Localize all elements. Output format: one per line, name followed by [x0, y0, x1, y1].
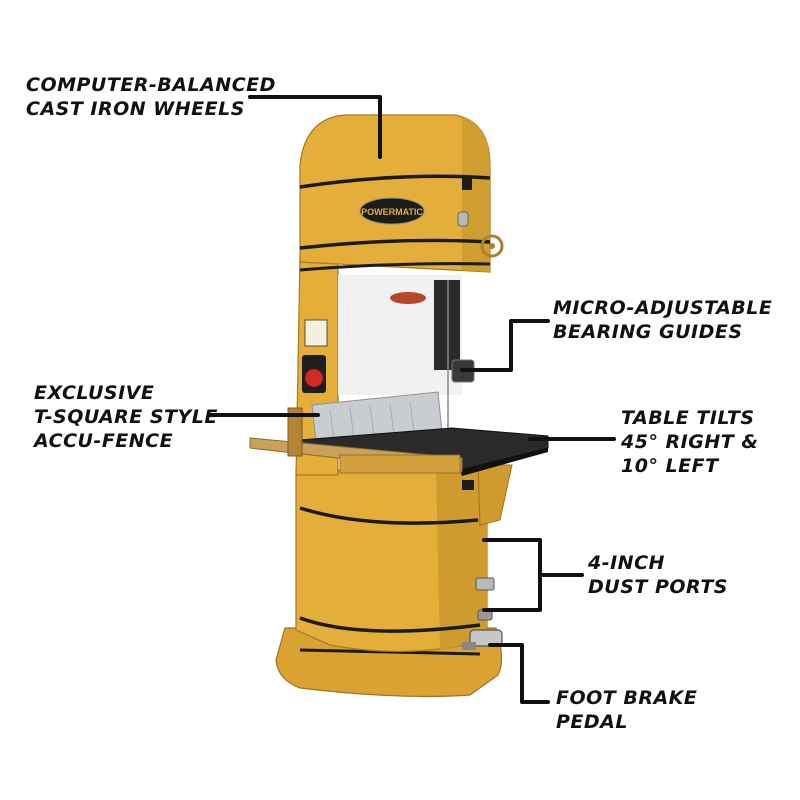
base-trim [299, 648, 481, 656]
guide-knob [390, 292, 426, 304]
stop-switch [304, 368, 324, 388]
leader-wheels [248, 95, 382, 159]
callout-dust-line-1: 4-INCH [588, 552, 665, 574]
housing-trim-1 [299, 174, 491, 189]
callout-wheels-line-2: CAST IRON WHEELS [26, 98, 245, 120]
trunnion-bracket [477, 464, 513, 526]
cabinet-trim-lower [299, 616, 481, 633]
rail-support [339, 454, 461, 474]
callout-table-line-3: 10° LEFT [621, 455, 719, 477]
callout-guides-line-2: BEARING GUIDES [553, 321, 743, 343]
callout-guides-line-1: MICRO-ADJUSTABLE [553, 297, 773, 319]
fence-ribs [329, 401, 415, 441]
leader-dust [482, 538, 584, 612]
callout-table-tilt: TABLE TILTS 45° RIGHT & 10° LEFT [621, 406, 758, 478]
callout-wheels-line-1: COMPUTER-BALANCED [26, 74, 276, 96]
leader-guides [460, 319, 550, 372]
upper-wheel-housing [299, 114, 491, 273]
foot-brake-pedal [469, 629, 503, 647]
leader-brake [488, 643, 550, 704]
pedal-stem [462, 642, 476, 650]
callout-dust-ports: 4-INCH DUST PORTS [588, 551, 728, 599]
guide-post [434, 280, 460, 370]
housing-trim-3 [299, 262, 491, 272]
table-edge [460, 448, 548, 476]
callout-table-line-1: TABLE TILTS [621, 407, 755, 429]
handwheel-hub [489, 243, 495, 249]
tension-handwheel [480, 234, 504, 258]
callout-table-line-2: 45° RIGHT & [621, 431, 759, 453]
callout-dust-line-2: DUST PORTS [588, 576, 728, 598]
brand-badge [359, 197, 425, 225]
callout-accu-fence: EXCLUSIVE T-SQUARE STYLE ACCU-FENCE [34, 381, 218, 453]
housing-knob [457, 211, 469, 227]
brand-logo-text: POWERMATIC [361, 207, 423, 217]
housing-window [462, 178, 472, 190]
dust-port-upper [475, 577, 495, 591]
cabinet-trim-upper [299, 506, 479, 525]
warning-label [304, 319, 328, 347]
housing-trim-2 [299, 238, 491, 250]
callout-fence-line-1: EXCLUSIVE [34, 382, 155, 404]
callout-foot-brake: FOOT BRAKE PEDAL [556, 686, 697, 734]
tilt-knob [462, 480, 474, 490]
fence-lock [287, 407, 303, 457]
callout-cast-iron-wheels: COMPUTER-BALANCED CAST IRON WHEELS [26, 73, 276, 121]
cabinet-side [436, 470, 487, 650]
callout-fence-line-2: T-SQUARE STYLE [34, 406, 218, 428]
callout-bearing-guides: MICRO-ADJUSTABLE BEARING GUIDES [553, 296, 772, 344]
throat-opening [338, 275, 462, 395]
housing-shadow [455, 115, 490, 272]
callout-brake-line-2: PEDAL [556, 711, 628, 733]
callout-brake-line-1: FOOT BRAKE [556, 687, 698, 709]
callout-fence-line-3: ACCU-FENCE [34, 430, 174, 452]
